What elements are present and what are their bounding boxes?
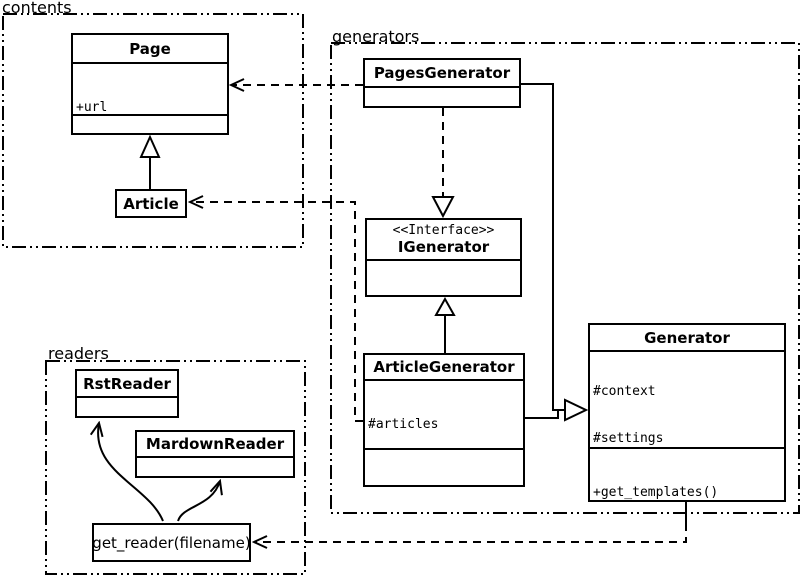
class-igenerator-header: <<Interface>> IGenerator: [367, 220, 520, 261]
function-get-reader-label: get_reader(filename): [92, 533, 251, 552]
arrow-getreader-to-mardownreader: [177, 481, 220, 522]
class-page-name: Page: [73, 35, 227, 64]
class-articlegenerator: ArticleGenerator #articles #dates #tags …: [363, 353, 525, 487]
arrow-getreader-to-rstreader: [98, 423, 164, 522]
class-pagesgenerator-attributes: #pages: [365, 88, 519, 106]
attribute: #settings: [593, 430, 664, 446]
class-rstreader-operations: +read(): [77, 398, 177, 415]
realization-pagesgenerator-to-igenerator: [431, 108, 455, 219]
operation: +get_templates(): [593, 485, 719, 500]
class-rstreader-name: RstReader: [77, 371, 177, 398]
package-label-contents: contents: [2, 0, 72, 17]
class-mardownreader-name: MardownReader: [137, 432, 293, 458]
class-pagesgenerator: PagesGenerator #pages: [363, 58, 521, 108]
package-generators-border: [330, 42, 800, 514]
attribute: #context: [593, 384, 656, 399]
inheritance-article-to-page: [139, 134, 161, 190]
stereotype-interface: <<Interface>>: [392, 223, 495, 238]
class-mardownreader-operations: +read(): [137, 458, 293, 475]
class-igenerator: <<Interface>> IGenerator +generate_conte…: [365, 218, 522, 297]
class-pagesgenerator-name: PagesGenerator: [365, 60, 519, 88]
attribute: #articles: [368, 417, 439, 432]
attribute: +url: [76, 100, 108, 114]
class-igenerator-operations: +generate_context() +generate_output(): [367, 261, 520, 294]
class-generator-name: Generator: [590, 325, 784, 352]
dependency-articlegenerator-to-article: [190, 202, 363, 422]
class-generator-operations: +get_templates() +get_files(path,exclude…: [590, 447, 784, 500]
inheritance-articlegenerator-to-igenerator: [434, 296, 456, 353]
class-mardownreader: MardownReader +read(): [135, 430, 295, 478]
package-label-readers: readers: [48, 344, 109, 363]
class-articlegenerator-name: ArticleGenerator: [365, 355, 523, 381]
class-page: Page +url +slug +summary +check_properti…: [71, 33, 229, 135]
class-igenerator-name: IGenerator: [397, 238, 490, 256]
class-generator-attributes: #context #settings #path #theme #output_…: [590, 352, 784, 447]
class-article-name: Article: [123, 194, 179, 213]
function-get-reader: get_reader(filename): [92, 523, 251, 562]
package-contents-border: [2, 13, 304, 248]
dependency-generator-to-getreader: [254, 502, 687, 542]
package-label-generators: generators: [332, 27, 420, 46]
class-page-operations: +check_properties(): [73, 114, 227, 134]
class-rstreader: RstReader +read(): [75, 369, 179, 418]
package-borders: [2, 13, 800, 575]
class-articlegenerator-attributes: #articles #dates #tags #categories: [365, 381, 523, 448]
package-readers-border: [45, 360, 306, 575]
inheritance-generators-to-generator: [521, 83, 589, 422]
class-page-attributes: +url +slug +summary: [73, 64, 227, 114]
class-generator: Generator #context #settings #path #them…: [588, 323, 786, 502]
class-articlegenerator-operations: +generate_feeds() +generate_pages(): [365, 448, 523, 485]
class-article: Article: [115, 189, 187, 218]
